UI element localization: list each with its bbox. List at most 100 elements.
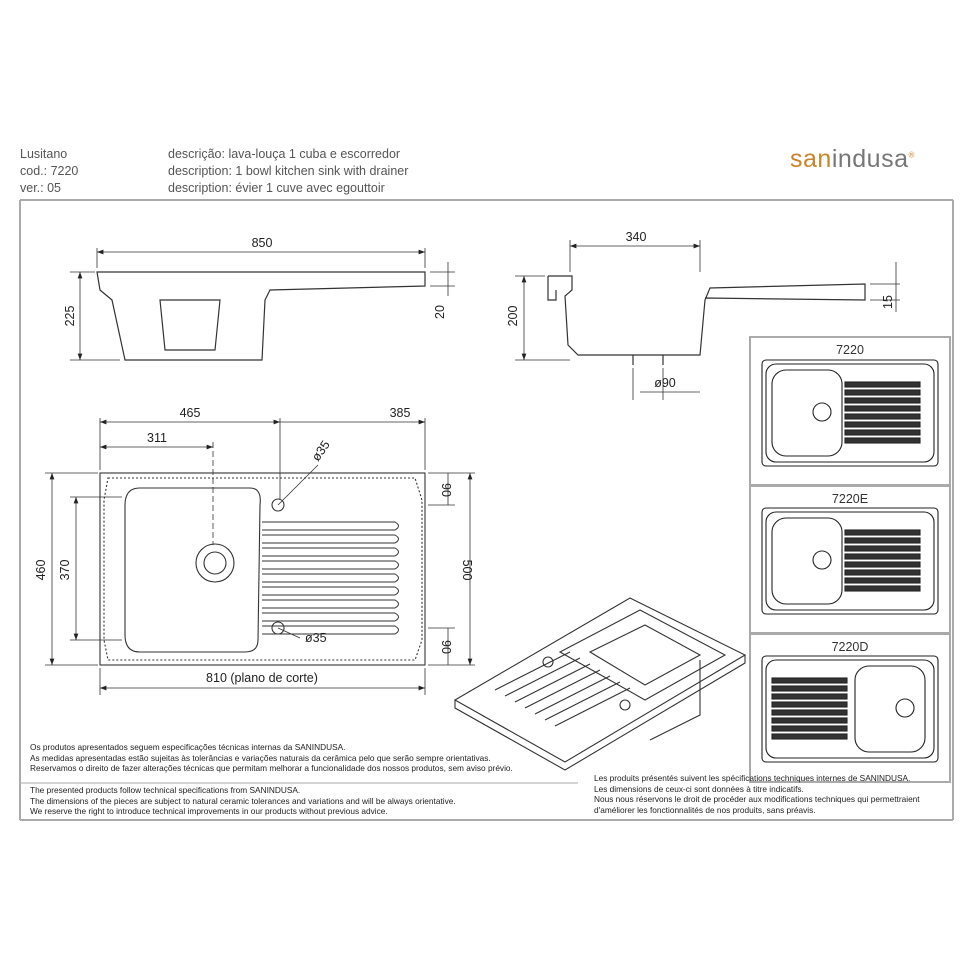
drainer-rib <box>262 625 399 635</box>
iso-drainer-rib <box>514 663 591 703</box>
logo-prefix: san <box>790 145 832 173</box>
iso-drainer-rib <box>534 675 611 715</box>
dim-side-rim: 20 <box>433 305 447 319</box>
dim-side-height: 225 <box>63 306 77 327</box>
drainer-rib <box>262 586 399 596</box>
variant-thumbnail <box>761 507 939 615</box>
rib <box>844 405 921 412</box>
note-fr-2: Les dimensions de ceux-ci sont données à… <box>594 783 804 794</box>
rib <box>844 561 921 568</box>
note-en-2: The dimensions of the pieces are subject… <box>30 795 456 806</box>
header-left: Lusitano cod.: 7220 ver.: 05 <box>20 146 78 197</box>
description-en: description: 1 bowl kitchen sink with dr… <box>168 164 409 178</box>
rib <box>844 553 921 560</box>
dim-90-top: 90 <box>439 483 453 497</box>
drainer-rib <box>262 599 399 609</box>
drainer-rib <box>262 560 399 570</box>
rib <box>844 381 921 388</box>
iso-drainer-rib <box>494 651 571 691</box>
drainer-rib <box>262 573 399 583</box>
description-fr: description: évier 1 cuve avec egouttoir <box>168 181 385 195</box>
iso-drainer-rib <box>554 687 631 727</box>
section-view <box>515 240 900 400</box>
product-name: Lusitano <box>20 147 68 161</box>
dim-500: 500 <box>460 560 474 581</box>
note-pt-1: Os produtos apresentados seguem especifi… <box>30 742 346 752</box>
drain <box>812 402 832 422</box>
header-descriptions: descrição: lava-louça 1 cuba e escorredo… <box>168 146 408 197</box>
dim-465: 465 <box>180 406 201 420</box>
rib <box>844 429 921 436</box>
rib <box>771 725 848 732</box>
rib <box>771 733 848 740</box>
logo-suffix: indusa <box>831 145 909 173</box>
variant-thumbnail <box>761 359 939 467</box>
rib <box>844 397 921 404</box>
plan-view <box>45 418 475 695</box>
rib <box>844 389 921 396</box>
note-pt-2: As medidas apresentadas estão sujeitas à… <box>30 752 491 763</box>
rib <box>844 529 921 536</box>
rib <box>771 685 848 692</box>
dim-460: 460 <box>34 560 48 581</box>
dim-drain-diameter: ø90 <box>654 376 676 390</box>
bowl <box>854 665 926 753</box>
dim-tap-hole-bottom: ø35 <box>305 631 327 645</box>
note-pt-3: Reservamos o direito de fazer alterações… <box>30 763 513 773</box>
isometric-view <box>453 597 747 771</box>
note-fr-1: Les produits présentés suivent les spéci… <box>594 773 911 783</box>
rib <box>844 585 921 592</box>
rib <box>844 437 921 444</box>
note-fr-3: Nous nous réservons le droit de procéder… <box>594 794 920 804</box>
sanindusa-logo: sanindusa® <box>790 145 915 174</box>
variant-label-7220e: 7220E <box>831 492 869 506</box>
product-version: ver.: 05 <box>20 181 61 195</box>
dim-section-width: 340 <box>626 230 647 244</box>
dim-90-bottom: 90 <box>439 640 453 654</box>
rib <box>771 709 848 716</box>
drain <box>895 698 915 718</box>
product-code: cod.: 7220 <box>20 164 79 178</box>
note-fr-4: d'améliorer les fonctionnalités de nos p… <box>594 804 816 815</box>
dim-311: 311 <box>147 431 167 445</box>
variant-label-7220: 7220 <box>836 343 864 357</box>
rib <box>844 413 921 420</box>
variant-label-7220d: 7220D <box>831 640 869 654</box>
logo-mark: ® <box>908 150 915 160</box>
rib <box>844 569 921 576</box>
iso-drainer-rib <box>544 681 621 721</box>
drainer-rib <box>262 547 399 557</box>
rib <box>844 545 921 552</box>
rib <box>844 577 921 584</box>
rib <box>771 717 848 724</box>
dim-cut-out: 810 (plano de corte) <box>206 671 318 685</box>
dim-tap-hole-top: ø35 <box>309 438 333 464</box>
rib <box>771 693 848 700</box>
note-en-1: The presented products follow technical … <box>30 785 301 795</box>
rib <box>771 701 848 708</box>
drain <box>812 550 832 570</box>
dim-370: 370 <box>58 560 72 581</box>
rib <box>771 677 848 684</box>
drainer-rib <box>262 612 399 622</box>
notes-fr: Les produits présentés suivent les spéci… <box>594 773 920 815</box>
notes-pt: Os produtos apresentados seguem especifi… <box>30 742 513 774</box>
rib <box>844 421 921 428</box>
iso-drainer-rib <box>504 657 581 697</box>
iso-drainer-rib <box>524 669 601 709</box>
dim-section-rim: 15 <box>881 295 895 309</box>
bowl <box>771 517 843 605</box>
drawing-frame <box>19 199 954 821</box>
dim-385: 385 <box>390 406 411 420</box>
rib <box>844 537 921 544</box>
notes-en: The presented products follow technical … <box>30 785 456 817</box>
drainer-rib <box>262 521 399 531</box>
drainer-rib <box>262 534 399 544</box>
bowl <box>771 369 843 457</box>
description-pt: descrição: lava-louça 1 cuba e escorredo… <box>168 147 401 161</box>
variant-thumbnail <box>761 655 939 763</box>
side-view <box>70 248 455 361</box>
dim-section-height: 200 <box>506 306 520 327</box>
variants-panel <box>749 336 951 783</box>
